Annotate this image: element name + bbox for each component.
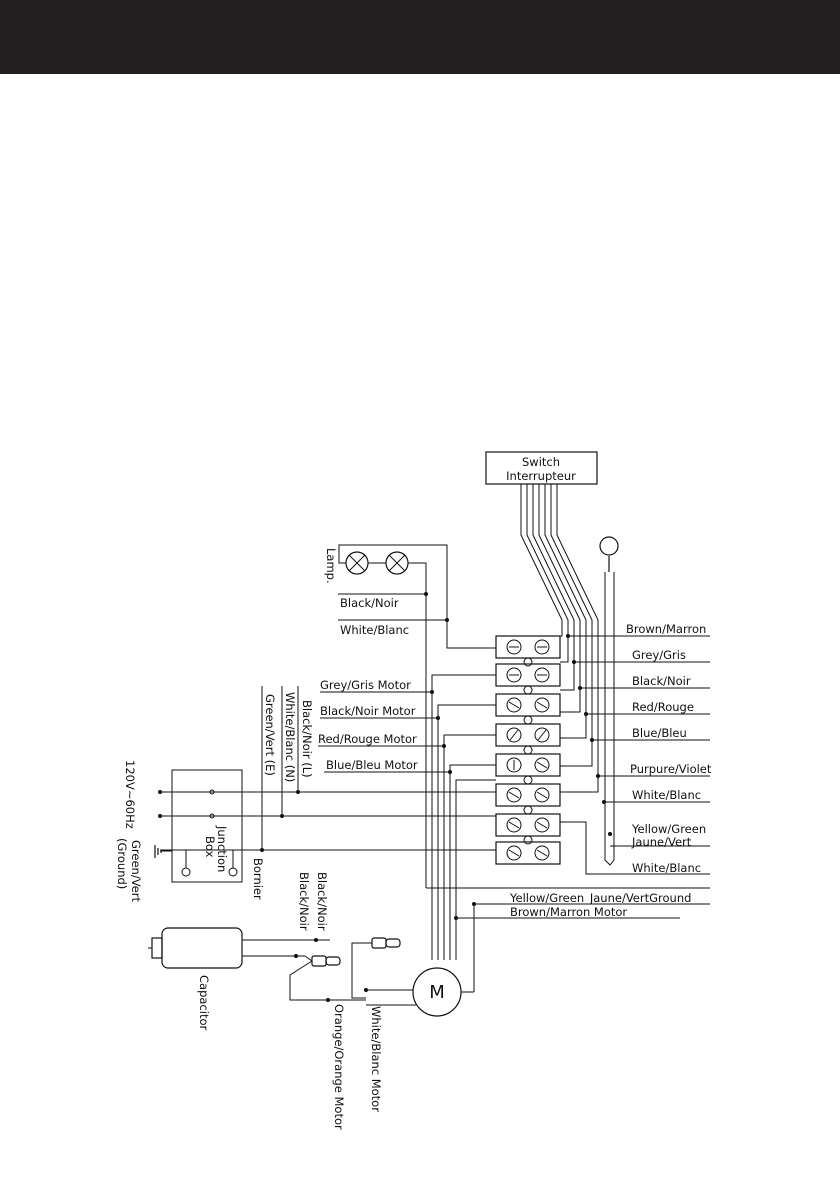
left-label-red-motor: Red/Rouge Motor xyxy=(318,732,417,746)
right-label-blue: Blue/Bleu xyxy=(632,726,687,740)
supply-wires: Black/Noir (L) White/Blanc (N) Green/Ver… xyxy=(158,686,496,852)
right-label-jaune-vert: Jaune/Vert xyxy=(631,835,692,849)
junction-label-2: Box xyxy=(203,836,217,858)
supply-voltage-label: 120V~60Hz xyxy=(123,760,137,829)
lamp-black-label: Black/Noir xyxy=(340,596,399,610)
right-label-yellow-green: Yellow/Green xyxy=(631,822,706,836)
supply-white-label: White/Blanc (N) xyxy=(283,692,297,782)
bottom-wire-labels: Yellow/Green_Jaune/VertGround Brown/Marr… xyxy=(426,887,710,992)
capacitor-wire-2: Black/Noir xyxy=(297,872,311,931)
switch-label-1: Switch xyxy=(522,455,560,469)
bottom-label-ground: Yellow/Green_Jaune/VertGround xyxy=(509,891,691,905)
bornier-label: Bornier xyxy=(251,858,265,900)
bottom-label-brown-motor: Brown/Marron Motor xyxy=(510,905,627,919)
right-label-purple: Purpure/Violet xyxy=(630,762,712,776)
motor: M xyxy=(366,967,474,1017)
lamp-icons: Lamp. xyxy=(324,544,496,888)
ground-label-1: Green/Vert xyxy=(129,840,143,902)
ground-label-2: (Ground) xyxy=(115,838,129,889)
connector-icons xyxy=(289,937,401,1001)
terminal-block xyxy=(495,635,561,865)
lamp-white-label: White/Blanc xyxy=(340,623,409,637)
ground-symbol-icon xyxy=(154,845,172,858)
switch-box: Switch Interrupteur xyxy=(485,451,598,485)
capacitor-wire-1: Black/Noir xyxy=(315,872,329,931)
right-label-red: Red/Rouge xyxy=(632,700,694,714)
right-label-brown: Brown/Marron xyxy=(626,622,706,636)
header-bar xyxy=(0,0,840,74)
white-motor-label: White/Blanc Motor xyxy=(369,1006,383,1112)
left-label-blue-motor: Blue/Bleu Motor xyxy=(326,758,418,772)
capacitor-label: Capacitor xyxy=(197,975,211,1030)
switch-label-2: Interrupteur xyxy=(506,469,576,483)
right-label-grey: Grey/Gris xyxy=(632,648,686,662)
left-label-grey-motor: Grey/Gris Motor xyxy=(320,678,411,692)
motor-symbol: M xyxy=(429,982,445,1003)
motor-wire-bundle: Grey/Gris Motor Black/Noir Motor Red/Rou… xyxy=(318,674,496,960)
lamp-label: Lamp. xyxy=(324,548,338,584)
right-wire-labels: Brown/Marron Grey/Gris Black/Noir Red/Ro… xyxy=(560,622,712,875)
right-label-white-2: White/Blanc xyxy=(632,861,701,875)
left-label-black-motor: Black/Noir Motor xyxy=(320,704,416,718)
right-label-white-1: White/Blanc xyxy=(632,788,701,802)
supply-black-label: Black/Noir (L) xyxy=(300,700,314,778)
orange-motor-label: Orange/Orange Motor xyxy=(332,1004,346,1130)
right-label-black: Black/Noir xyxy=(632,674,691,688)
capacitor: Capacitor Black/Noir Black/Noir xyxy=(148,872,330,1030)
ground-ring-icon xyxy=(599,536,619,866)
junction-label-1: Junction xyxy=(215,825,229,872)
junction-box: Junction Box Bornier 120V~60Hz Green/Ver… xyxy=(115,760,265,902)
supply-green-label: Green/Vert (E) xyxy=(263,694,277,776)
